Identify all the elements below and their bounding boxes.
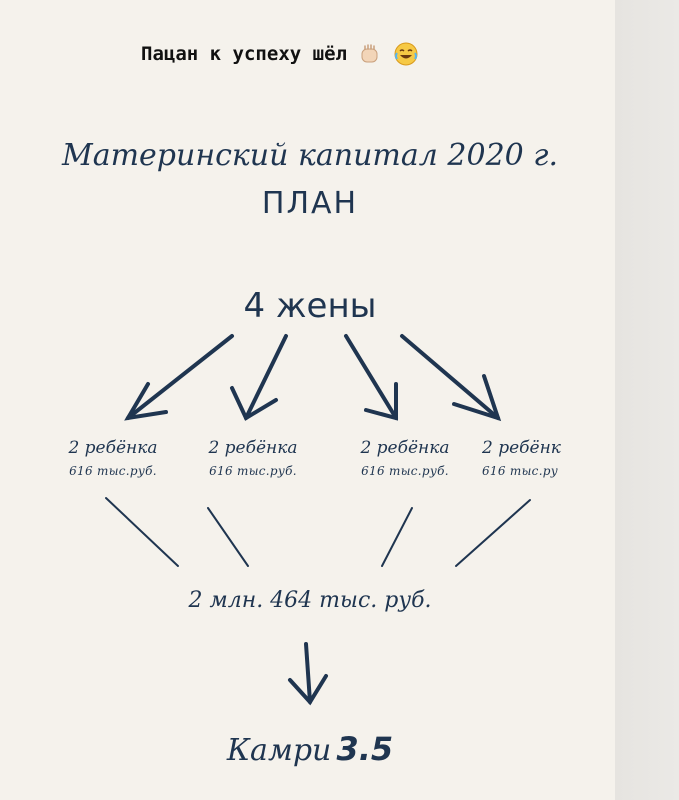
- diagram-title: Материнский капитал 2020 г.: [62, 138, 558, 173]
- line-child-2-to-total: [207, 507, 249, 567]
- arrow-to-child-1: [126, 334, 234, 420]
- child-node-1-label: 2 ребёнка: [68, 438, 158, 458]
- laughing-tears-emoji-icon: [394, 42, 418, 66]
- child-node-1-amount: 616 тыс.руб.: [69, 464, 157, 478]
- arrow-to-child-2: [244, 334, 288, 420]
- line-child-1-to-total: [105, 497, 179, 567]
- child-node-3-amount: 616 тыс.руб.: [361, 464, 449, 478]
- story-caption: Пацан к успеху шёл: [0, 34, 560, 74]
- arrowhead-child-4: [452, 374, 502, 422]
- side-strip: [615, 0, 679, 800]
- plan-label: ПЛАН: [261, 186, 359, 221]
- line-child-4-to-total: [455, 499, 531, 567]
- top-node-wives: 4 жены: [243, 286, 377, 326]
- child-node-2-amount: 616 тыс.руб.: [209, 464, 297, 478]
- fist-emoji-icon: [361, 44, 378, 63]
- child-node-3-label: 2 ребёнка: [360, 438, 450, 458]
- arrowhead-result: [288, 674, 328, 706]
- total-amount: 2 млн. 464 тыс. руб.: [188, 588, 432, 613]
- arrowhead-child-1: [124, 382, 168, 421]
- arrow-to-result: [304, 642, 312, 704]
- arrow-to-child-3: [344, 334, 398, 420]
- result-engine-volume: 3.5: [336, 730, 394, 768]
- arrowhead-child-3: [364, 382, 398, 421]
- child-node-2-label: 2 ребёнка: [208, 438, 298, 458]
- child-node-4-label: 2 ребёнк: [482, 438, 561, 458]
- arrow-to-child-4: [400, 334, 500, 420]
- line-child-3-to-total: [381, 507, 413, 567]
- result-car-name: Камри: [226, 733, 332, 768]
- child-node-4-amount: 616 тыс.ру: [482, 464, 559, 478]
- result-node: Камри 3.5: [0, 730, 620, 768]
- arrowhead-child-2: [230, 386, 278, 421]
- caption-text: Пацан к успеху шёл: [141, 43, 347, 65]
